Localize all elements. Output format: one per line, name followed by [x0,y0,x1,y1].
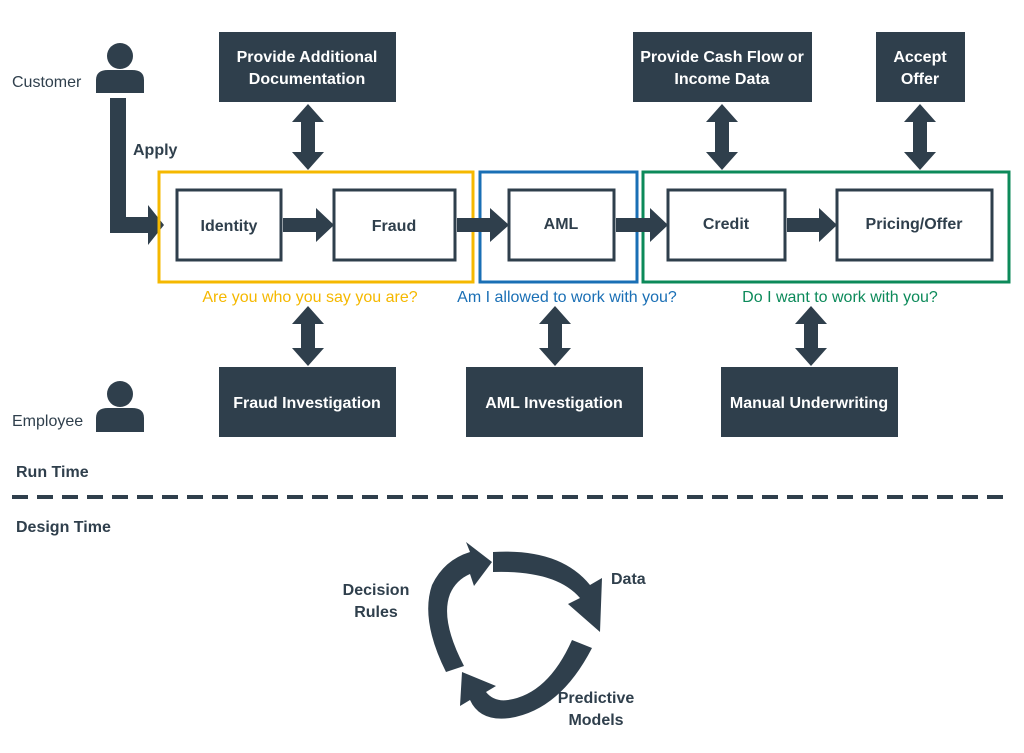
aml-group-caption: Am I allowed to work with you? [457,289,677,306]
cashflow-double-arrow [706,104,738,170]
aml-step-box: AML [507,188,616,262]
identity-to-fraud-arrow [283,208,334,242]
accept-double-arrow [904,104,936,170]
provide-documentation-box: Provide Additional Documentation [219,32,396,102]
cycle-predictive-label-line1: Predictive [558,690,635,707]
cycle-data-label: Data [611,571,646,588]
documentation-double-arrow [292,104,324,170]
employee-label: Employee [12,413,83,430]
cycle-decision-label-line2: Rules [354,604,398,621]
aml-investigation-box: AML Investigation [466,367,643,437]
svg-text:Offer: Offer [901,71,939,88]
customer-actor: Customer [12,43,144,93]
svg-text:AML: AML [544,216,579,233]
credit-group-caption: Do I want to work with you? [742,289,938,306]
fraud-investigation-box: Fraud Investigation [219,367,396,437]
fraud-to-aml-arrow [457,208,509,242]
aml-investigation-double-arrow [539,306,571,366]
manual-underwriting-box: Manual Underwriting [721,367,898,437]
customer-person-icon [96,43,144,93]
aml-to-credit-arrow [616,208,668,242]
cycle-arrow-predictive-models [460,640,592,719]
design-time-label: Design Time [16,519,111,536]
run-time-label: Run Time [16,464,89,481]
apply-label: Apply [133,142,178,159]
cycle-arrow-data [493,551,602,632]
credit-to-pricing-arrow [787,208,837,242]
fraud-investigation-double-arrow [292,306,324,366]
accept-offer-box: Accept Offer [876,32,965,102]
cycle-predictive-label-line2: Models [568,712,623,729]
credit-step-box: Credit [666,188,787,262]
svg-text:Manual Underwriting: Manual Underwriting [730,395,888,412]
svg-text:Credit: Credit [703,216,750,233]
identity-group-caption: Are you who you say you are? [202,289,417,306]
apply-arrow [110,98,164,245]
cycle-arrow-decision-rules [428,542,492,672]
svg-text:Provide Additional: Provide Additional [237,49,378,66]
pricing-step-box: Pricing/Offer [835,188,994,262]
manual-underwriting-double-arrow [795,306,827,366]
svg-text:AML Investigation: AML Investigation [485,395,623,412]
employee-actor: Employee [12,381,144,432]
provide-cashflow-box: Provide Cash Flow or Income Data [633,32,812,102]
employee-person-icon [96,381,144,432]
svg-text:Provide Cash Flow or: Provide Cash Flow or [640,49,804,66]
svg-text:Accept: Accept [893,49,947,66]
svg-text:Documentation: Documentation [249,71,365,88]
identity-step-box: Identity [175,188,283,262]
cycle-decision-label-line1: Decision [343,582,410,599]
fraud-step-box: Fraud [332,188,457,262]
customer-label: Customer [12,74,82,91]
svg-text:Pricing/Offer: Pricing/Offer [866,216,963,233]
svg-text:Fraud Investigation: Fraud Investigation [233,395,381,412]
svg-text:Income Data: Income Data [674,71,769,88]
svg-text:Identity: Identity [201,218,258,235]
svg-text:Fraud: Fraud [372,218,416,235]
